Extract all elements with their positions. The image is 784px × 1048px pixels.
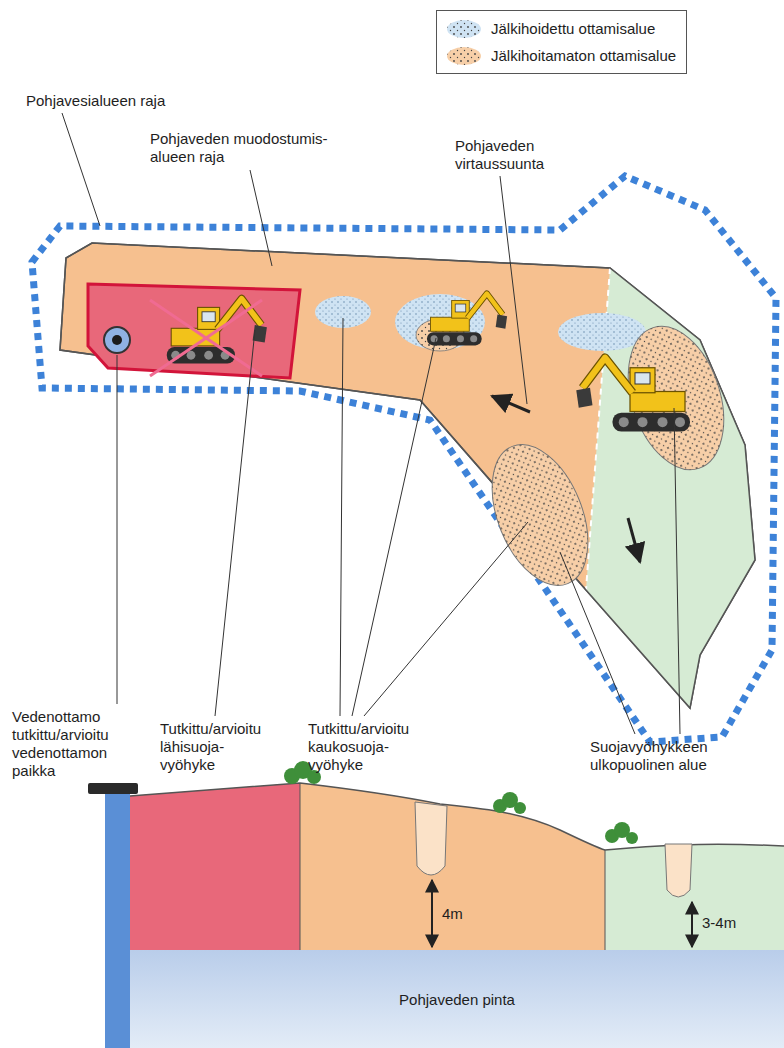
legend-swatch-fill bbox=[447, 20, 481, 38]
section-inner-zone bbox=[130, 783, 300, 950]
open-pit-dots bbox=[473, 431, 606, 600]
zone-line bbox=[605, 850, 606, 950]
depth-arrow bbox=[691, 902, 693, 947]
excavator bbox=[576, 358, 690, 432]
open-pit bbox=[473, 431, 606, 600]
legend-swatch-dots bbox=[447, 47, 481, 65]
legend-swatch-fill bbox=[447, 47, 481, 65]
legend: Jälkihoidettu ottamisalueJälkihoitamaton… bbox=[436, 10, 687, 74]
restored-pit bbox=[558, 313, 646, 351]
label: Pohjavesialueen raja bbox=[26, 92, 165, 110]
formation-area-border bbox=[60, 243, 755, 708]
well-cap bbox=[88, 783, 138, 794]
leader-lines bbox=[62, 113, 680, 734]
depth-arrow bbox=[431, 880, 433, 947]
prohibition-cross bbox=[150, 300, 262, 376]
label: Pohjaveden virtaussuunta bbox=[455, 137, 580, 173]
legend-text: Jälkihoitamaton ottamisalue bbox=[491, 47, 676, 64]
inner-protection-zone bbox=[88, 284, 300, 378]
water-intake-center bbox=[112, 335, 122, 345]
band-label: Pohjaveden pinta bbox=[399, 991, 515, 1008]
ground-surface bbox=[130, 783, 784, 850]
bushes bbox=[284, 761, 638, 844]
groundwater-area-border bbox=[32, 176, 776, 742]
label: 3-4m bbox=[702, 914, 736, 932]
zone-line bbox=[300, 783, 301, 950]
section-formation-zone bbox=[130, 783, 605, 950]
label: Tutkittu/arvioitu lähisuoja- vyöhyke bbox=[160, 720, 280, 774]
label: Pohjaveden muodostumis- alueen raja bbox=[150, 130, 350, 166]
formation-area bbox=[60, 243, 755, 708]
restored-pit-dots bbox=[558, 313, 646, 351]
section-pit bbox=[665, 844, 692, 897]
legend-text: Jälkihoidettu ottamisalue bbox=[491, 20, 655, 37]
label: Vedenottamo tutkittu/arvioitu vedenottam… bbox=[12, 708, 140, 780]
water-intake-symbol bbox=[104, 327, 130, 353]
legend-row: Jälkihoidettu ottamisalue bbox=[445, 15, 676, 42]
section-pit bbox=[415, 802, 447, 875]
legend-swatch-dots bbox=[447, 20, 481, 38]
label: 4m bbox=[442, 905, 463, 923]
legend-row: Jälkihoitamaton ottamisalue bbox=[445, 42, 676, 69]
water-intake-well bbox=[105, 792, 130, 1048]
label: Suojavyöhykkeen ulkopuolinen alue bbox=[590, 738, 750, 774]
label: Tutkittu/arvioitu kaukosuoja- vyöhyke bbox=[308, 720, 443, 774]
prohibition-cross bbox=[150, 300, 262, 376]
groundwater-band: Pohjaveden pinta bbox=[130, 950, 784, 1048]
section-outer-zone bbox=[605, 844, 784, 950]
excavator bbox=[427, 293, 507, 345]
legend-swatch bbox=[445, 45, 483, 67]
legend-swatch bbox=[445, 18, 483, 40]
flow-arrow bbox=[628, 518, 640, 562]
flow-arrow bbox=[492, 396, 530, 412]
